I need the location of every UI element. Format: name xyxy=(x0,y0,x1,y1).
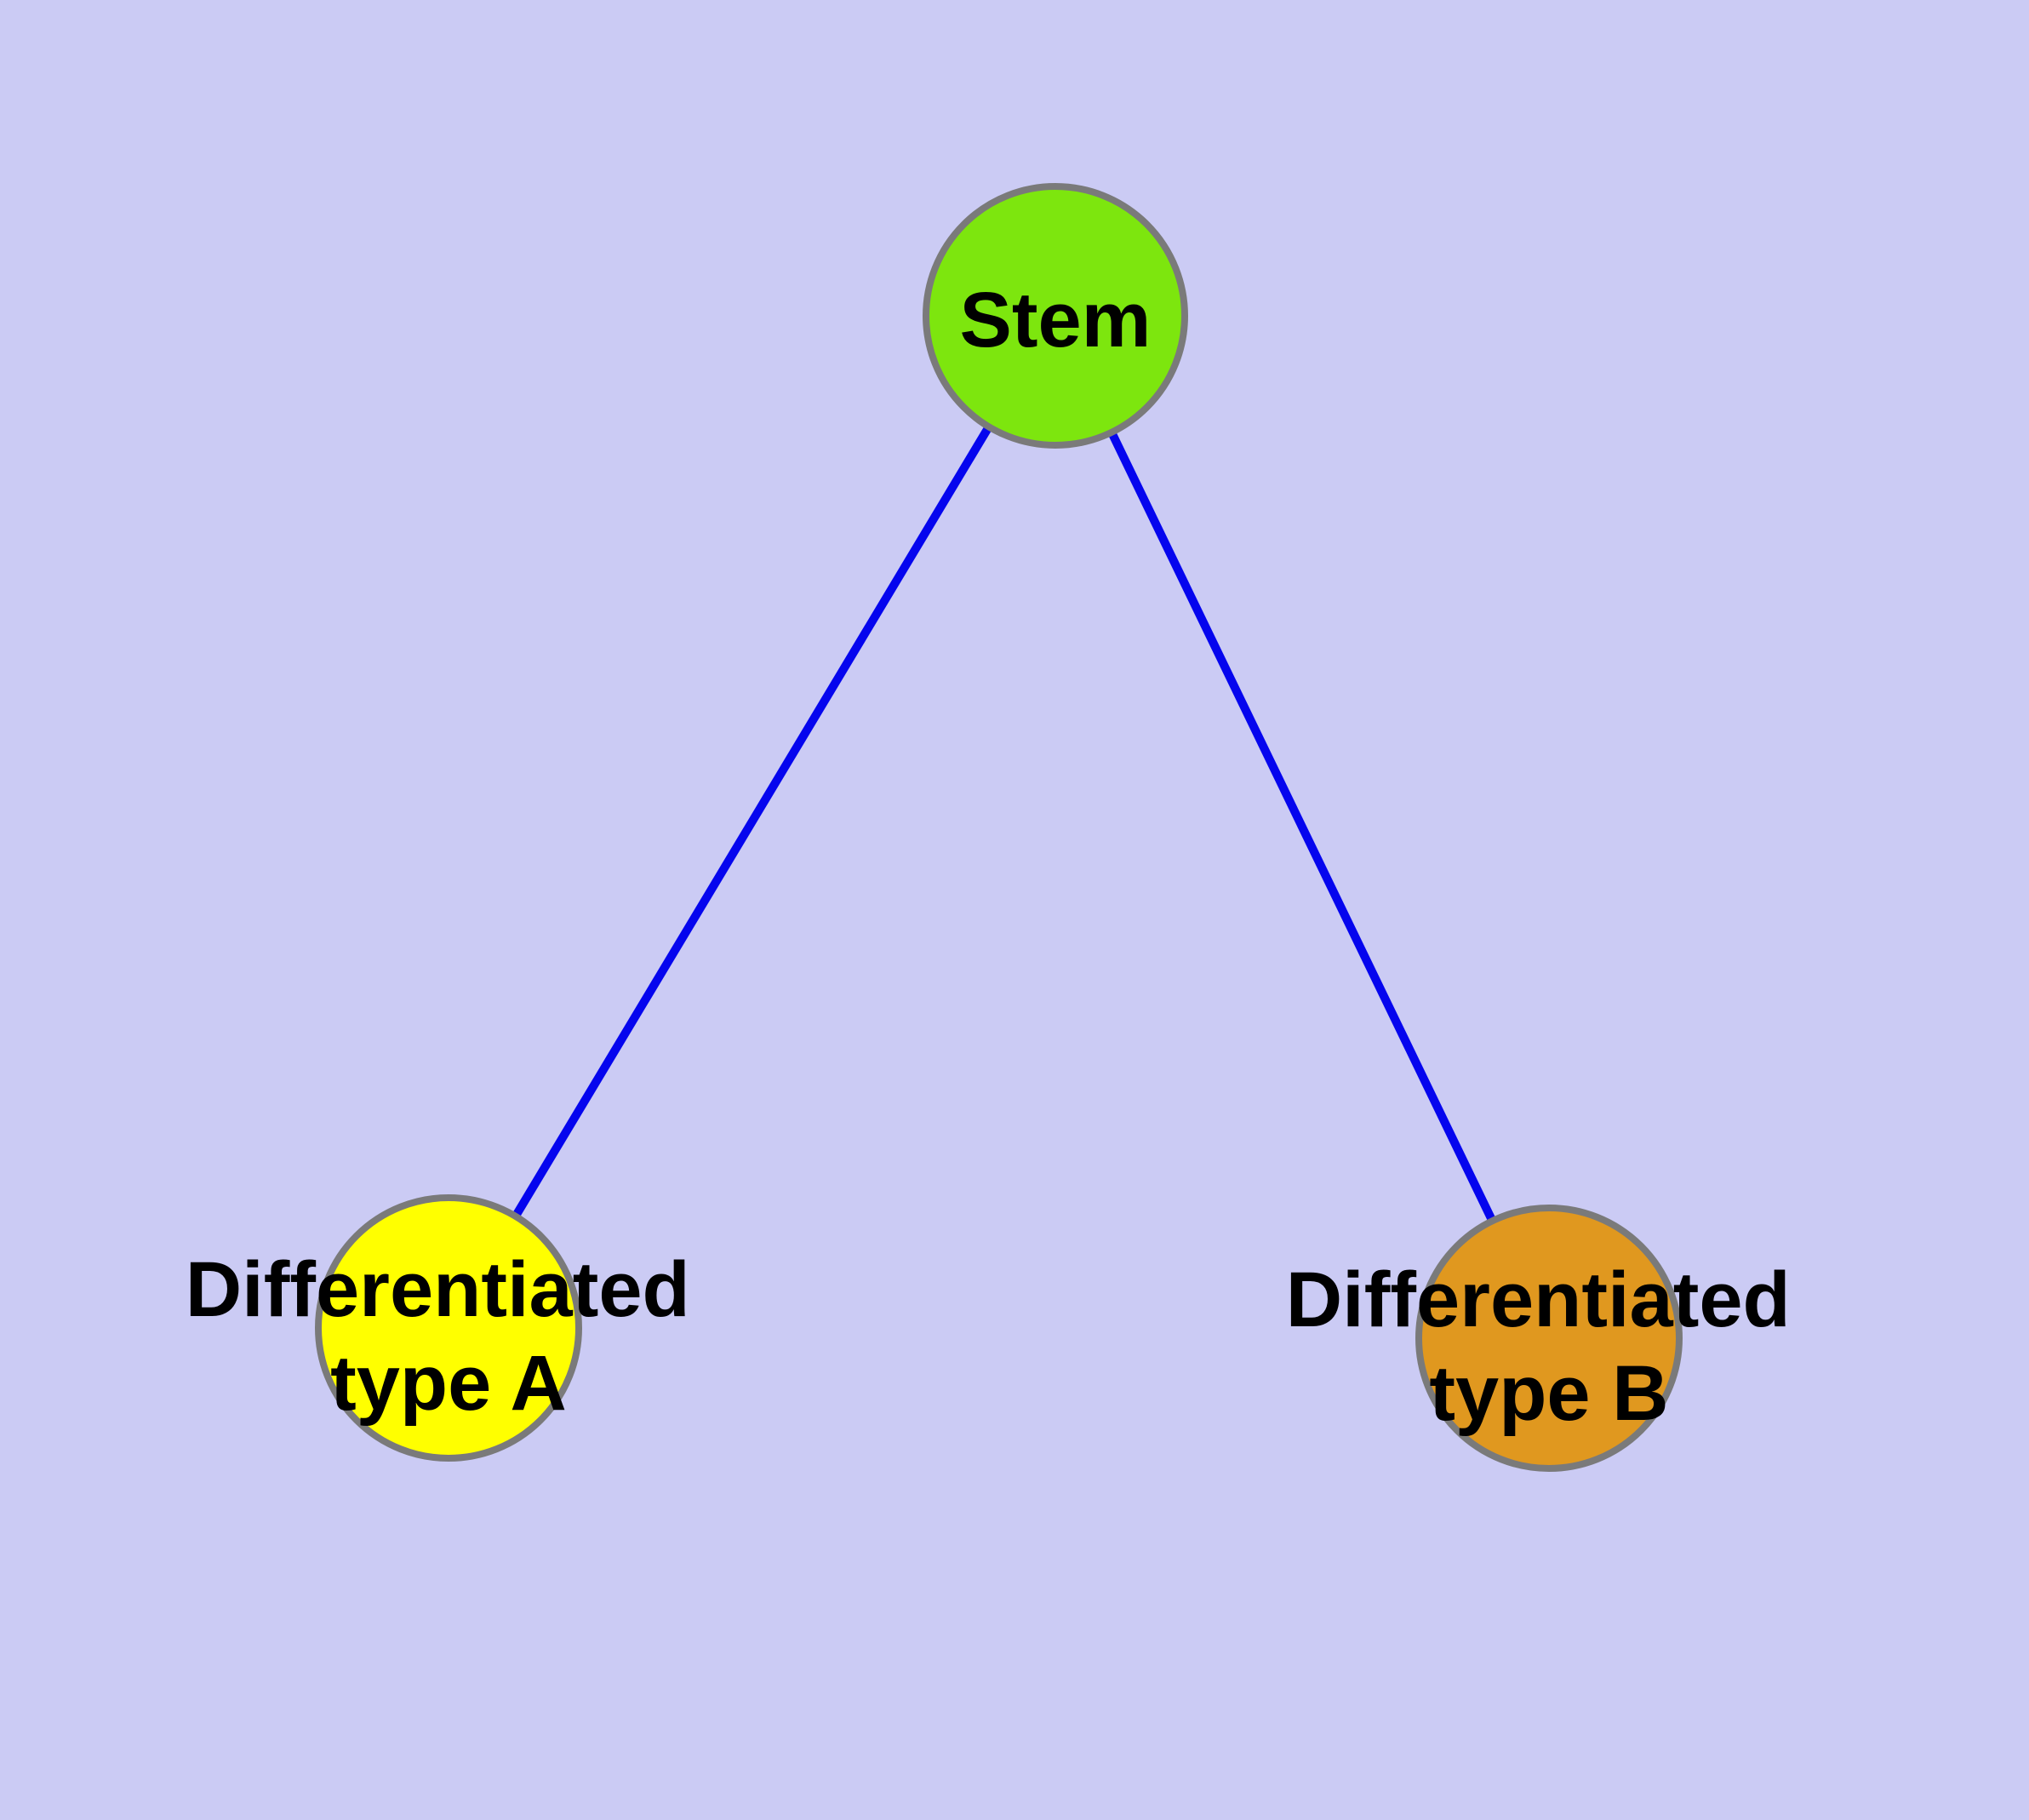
node-label-stem: Stem xyxy=(960,277,1152,363)
node-label-type-b-line-1: Differentiated xyxy=(1286,1256,1791,1343)
node-differentiated-type-a xyxy=(315,1194,582,1462)
node-stem xyxy=(923,183,1188,449)
node-label-type-a-line-2: type A xyxy=(330,1340,567,1427)
node-label-type-b-line-2: type B xyxy=(1429,1350,1668,1437)
edge-stem-to-type-a xyxy=(444,313,1060,1331)
node-label-differentiated-type-a: Differentiated type A xyxy=(186,1246,712,1427)
edge-stem-to-type-b xyxy=(1051,313,1553,1341)
node-label-differentiated-type-b: Differentiated type B xyxy=(1286,1256,1813,1437)
node-label-type-a-line-1: Differentiated xyxy=(186,1246,690,1333)
node-label-stem-line-1: Stem xyxy=(960,277,1152,363)
node-differentiated-type-b xyxy=(1415,1205,1683,1472)
